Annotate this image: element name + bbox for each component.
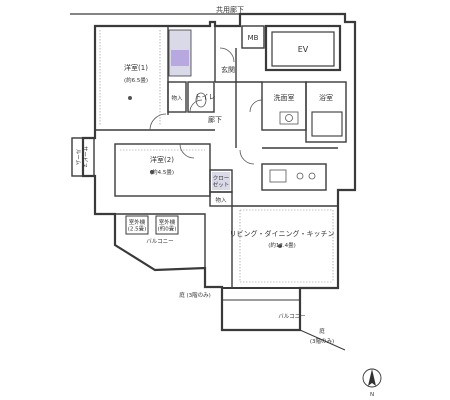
north-label: N	[370, 392, 374, 398]
door-wash	[249, 99, 263, 113]
hallway-label: 廊下	[208, 115, 222, 124]
room-labels: 共用廊下 MB EV 玄関 洋室(1) (約6.5畳) 物入 トイレ 廊下 洗面…	[75, 5, 335, 345]
door-w1	[149, 113, 167, 131]
garden-edge	[299, 329, 346, 351]
ceiling-light-w2	[149, 169, 154, 174]
balcony-bottom-edge	[221, 299, 300, 330]
stove-1	[296, 172, 304, 180]
closet2-shade	[212, 172, 230, 190]
ceiling-light-w1	[127, 96, 132, 101]
mb-box	[241, 25, 265, 49]
mb-label: MB	[248, 34, 259, 42]
bathroom-label: 浴室	[319, 93, 333, 102]
ev-shaft-inner	[271, 31, 335, 67]
closet-label: クローゼット	[213, 175, 230, 189]
outdoor-unit1-box	[125, 215, 149, 235]
garden2-note: (3階のみ)	[310, 337, 334, 345]
ldk-size: (約12.4畳)	[268, 241, 296, 249]
dotted-guides	[99, 30, 334, 283]
western1-size: (約6.5畳)	[124, 76, 148, 84]
washroom-walls	[261, 81, 307, 131]
kitchen-counter	[261, 163, 327, 191]
balcony-left-wall	[115, 213, 206, 268]
service-label: サービスルーム	[75, 146, 90, 168]
fixtures	[127, 92, 316, 248]
bathtub	[311, 111, 343, 137]
storage2-label: 物入	[215, 196, 227, 204]
storage-label: 物入	[171, 94, 183, 102]
toilet-label: トイレ	[195, 93, 216, 101]
ldk-label: リビング・ダイニング・キッチン	[230, 229, 335, 238]
shaded-areas	[168, 29, 230, 190]
door-entrance	[219, 47, 235, 63]
outdoor-unit2-label: 室外機(約0畳)	[158, 218, 177, 233]
interior-walls	[71, 26, 347, 351]
ceiling-light	[277, 243, 282, 248]
ev-label: EV	[298, 45, 309, 54]
sink-fixture	[279, 111, 299, 125]
closet1-accent	[171, 50, 189, 66]
western1-label: 洋室(1)	[124, 63, 148, 72]
door-w2	[179, 143, 195, 159]
bathroom-walls	[305, 81, 347, 143]
door-toilet	[189, 99, 203, 113]
north-arrow-icon	[368, 369, 376, 386]
western2-label: 洋室(2)	[150, 155, 174, 164]
doors	[149, 47, 263, 165]
outdoor-unit1-label: 室外機(2.5畳)	[128, 218, 147, 233]
stove-2	[308, 172, 316, 180]
kitchen-sink	[269, 169, 287, 183]
toilet-fixture	[195, 92, 207, 108]
walls	[70, 12, 357, 332]
sink-bowl	[285, 114, 293, 122]
outer-wall	[81, 12, 357, 332]
washroom-label: 洗面室	[274, 93, 295, 102]
entrance-label: 玄関	[221, 65, 235, 74]
door-ldk	[239, 149, 255, 165]
service-alcove-walls	[71, 137, 95, 177]
north-compass: N	[362, 368, 382, 398]
outdoor-unit2-box	[155, 215, 179, 235]
ev-shaft	[264, 24, 342, 72]
balcony-bottom-label: バルコニー	[278, 313, 305, 320]
garden1-label: 庭 (3階のみ)	[179, 291, 211, 299]
storage-block	[167, 81, 187, 113]
balcony-left-label: バルコニー	[146, 238, 173, 245]
garden2-label: 庭	[319, 327, 325, 335]
storage2-walls	[209, 191, 233, 207]
western2-size: (約4.5畳)	[150, 168, 174, 176]
toilet-block	[187, 81, 215, 113]
corridor-label: 共用廊下	[216, 5, 244, 14]
